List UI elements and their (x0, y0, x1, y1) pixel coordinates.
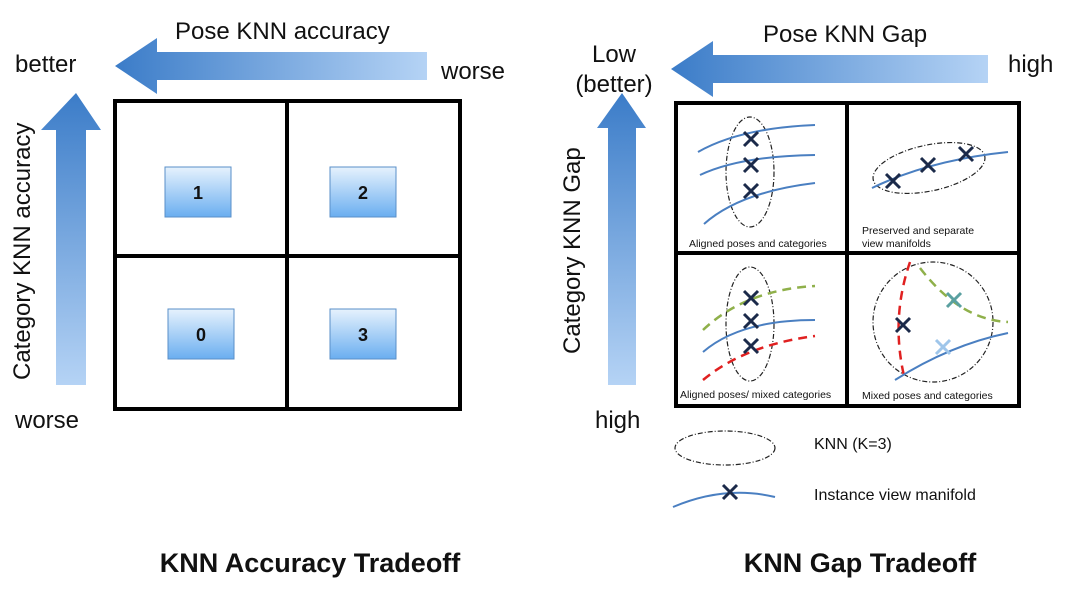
quadrant-box-1: 1 (164, 166, 232, 218)
cross-icon (884, 145, 975, 190)
right-low-label: Low (592, 41, 637, 68)
left-worse-bottom-label: worse (14, 407, 79, 434)
cell-aligned-poses-categories: Aligned poses and categories (689, 116, 827, 250)
cell-mixed-poses-categories: Mixed poses and categories (862, 261, 1009, 402)
right-horizontal-arrow (671, 41, 988, 97)
cross-icon (934, 338, 952, 356)
svg-text:2: 2 (358, 183, 368, 203)
right-panel: Pose KNN Gap Low (better) high Category … (559, 21, 1053, 578)
left-grid (113, 99, 462, 411)
left-caption: KNN Accuracy Tradeoff (160, 548, 462, 578)
right-grid (674, 101, 1021, 408)
quadrant-box-2: 2 (329, 166, 397, 218)
left-vertical-arrow (41, 93, 101, 385)
cross-icon (894, 316, 912, 334)
right-caption: KNN Gap Tradeoff (744, 548, 978, 578)
right-side-label: Category KNN Gap (559, 147, 586, 354)
quadrant-box-0: 0 (167, 308, 235, 360)
left-top-label: Pose KNN accuracy (175, 18, 390, 45)
svg-text:3: 3 (358, 325, 368, 345)
legend-manifold-curve (672, 491, 776, 508)
legend: KNN (K=3) Instance view manifold (672, 430, 976, 508)
cell-aligned-poses-mixed: Aligned poses/ mixed categories (680, 266, 831, 401)
svg-text:Preserved and separate: Preserved and separate (862, 225, 974, 237)
svg-text:1: 1 (193, 183, 203, 203)
left-better-label: better (15, 51, 76, 78)
svg-text:Mixed poses and categories: Mixed poses and categories (862, 390, 993, 402)
right-vertical-arrow (597, 93, 646, 385)
right-top-label: Pose KNN Gap (763, 21, 927, 48)
right-better-label: (better) (575, 71, 652, 98)
cross-icon (945, 291, 963, 309)
legend-knn-ellipse (674, 430, 776, 466)
svg-text:Aligned poses and categories: Aligned poses and categories (689, 238, 827, 250)
left-horizontal-arrow (115, 38, 427, 94)
right-high-top-label: high (1008, 51, 1053, 78)
cross-icon (742, 289, 760, 355)
cell-preserved-separate: Preserved and separate view manifolds (862, 141, 1009, 250)
legend-manifold-label: Instance view manifold (814, 487, 976, 504)
svg-text:0: 0 (196, 325, 206, 345)
cross-icon (721, 483, 739, 501)
svg-text:Aligned poses/ mixed categorie: Aligned poses/ mixed categories (680, 389, 831, 401)
quadrant-box-3: 3 (329, 308, 397, 360)
cross-icon (742, 130, 760, 200)
left-panel: Pose KNN accuracy better worse Category … (9, 18, 505, 578)
svg-text:view manifolds: view manifolds (862, 238, 931, 250)
left-side-label: Category KNN accuracy (9, 123, 36, 380)
legend-knn-label: KNN (K=3) (814, 436, 892, 453)
left-worse-right-label: worse (440, 58, 505, 85)
right-high-bottom-label: high (595, 407, 640, 434)
